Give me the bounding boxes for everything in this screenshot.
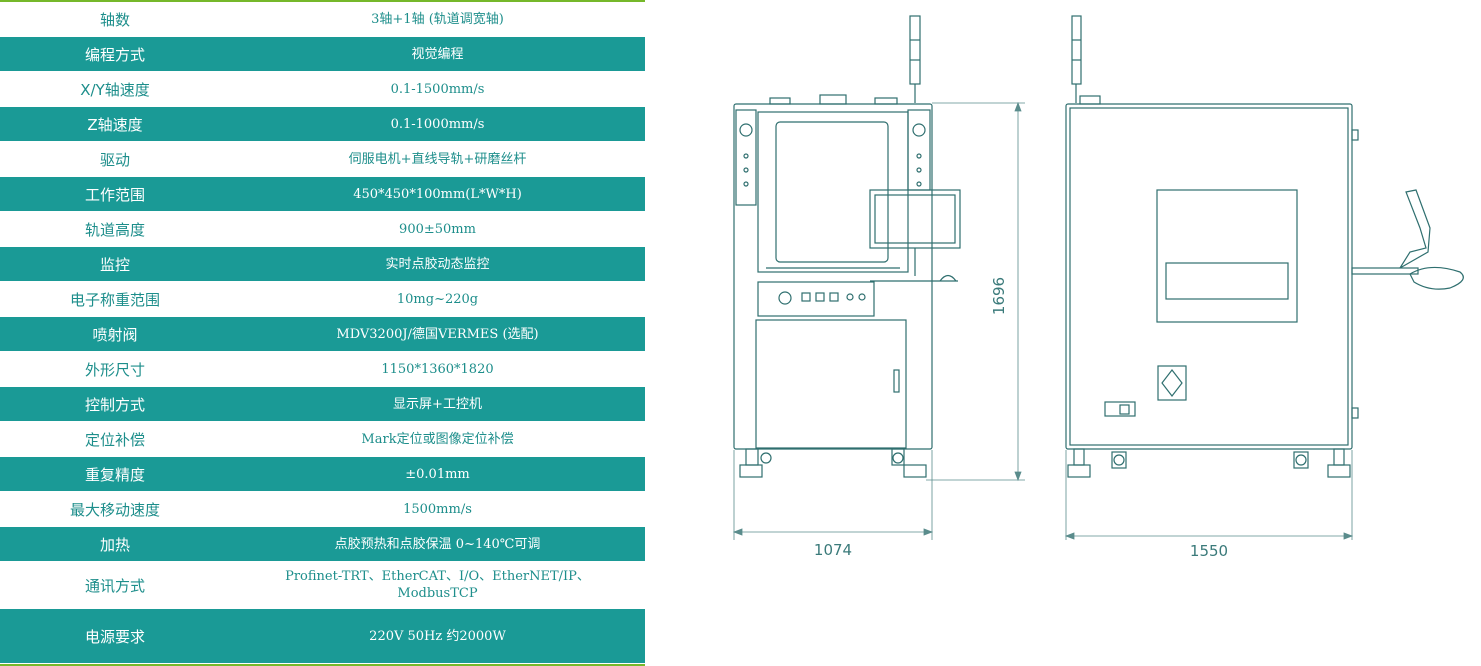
- spec-row: 通讯方式 Profinet-TRT、EtherCAT、I/O、EtherNET/I…: [0, 562, 645, 609]
- side-dimensions: [1064, 450, 1354, 540]
- spec-value: 点胶预热和点胶保温 0~140℃可调: [334, 536, 541, 552]
- spec-value: Mark定位或图像定位补偿: [361, 431, 514, 447]
- side-width-label: 1550: [1190, 542, 1228, 560]
- spec-value: 显示屏+工控机: [393, 396, 482, 412]
- spec-value: 0.1-1000mm/s: [390, 116, 485, 132]
- spec-row: 喷射阀 MDV3200J/德国VERMES (选配): [0, 317, 645, 352]
- spec-value: 伺服电机+直线导轨+研磨丝杆: [348, 151, 527, 167]
- side-view: [1065, 15, 1464, 478]
- front-view: [733, 15, 961, 478]
- spec-label: 重复精度: [84, 465, 145, 484]
- spec-value: 实时点胶动态监控: [385, 256, 490, 272]
- spec-value: 3轴+1轴 (轨道调宽轴): [371, 11, 504, 27]
- machine-drawing: 1074 1696 1550: [732, 15, 1464, 560]
- spec-row: 监控 实时点胶动态监控: [0, 247, 645, 282]
- front-dimensions: [732, 101, 1025, 540]
- spec-row: 工作范围 450*450*100mm(L*W*H): [0, 177, 645, 212]
- spec-label: 控制方式: [84, 395, 145, 414]
- spec-row: 电子称重范围 10mg~220g: [0, 282, 645, 317]
- spec-label: 轴数: [99, 10, 130, 29]
- spec-label: 编程方式: [84, 45, 145, 64]
- spec-label: 定位补偿: [84, 430, 145, 449]
- spec-row: X/Y轴速度 0.1-1500mm/s: [0, 72, 645, 107]
- spec-value: 1500mm/s: [403, 501, 472, 517]
- spec-value: 1150*1360*1820: [381, 361, 494, 377]
- height-label: 1696: [990, 277, 1008, 315]
- spec-value: 0.1-1500mm/s: [390, 81, 485, 97]
- spec-label: 通讯方式: [84, 576, 145, 595]
- spec-label: 喷射阀: [92, 325, 138, 344]
- front-width-label: 1074: [814, 541, 852, 559]
- spec-value: MDV3200J/德国VERMES (选配): [336, 326, 539, 342]
- spec-label: 电子称重范围: [69, 290, 160, 309]
- spec-value: 视觉编程: [411, 46, 464, 62]
- spec-value: 450*450*100mm(L*W*H): [353, 186, 522, 202]
- spec-label: 外形尺寸: [84, 360, 145, 379]
- spec-value: ±0.01mm: [405, 466, 470, 482]
- spec-row: 定位补偿 Mark定位或图像定位补偿: [0, 422, 645, 457]
- spec-label: 工作范围: [84, 185, 145, 204]
- spec-row: 外形尺寸 1150*1360*1820: [0, 352, 645, 387]
- spec-value: 10mg~220g: [396, 291, 479, 307]
- spec-row: 电源要求 220V 50Hz 约2000W: [0, 609, 645, 664]
- spec-label: X/Y轴速度: [80, 80, 150, 99]
- spec-row: 驱动 伺服电机+直线导轨+研磨丝杆: [0, 142, 645, 177]
- spec-value: 900±50mm: [399, 221, 476, 237]
- spec-row: 重复精度 ±0.01mm: [0, 457, 645, 492]
- spec-row: 最大移动速度 1500mm/s: [0, 492, 645, 527]
- spec-row: 控制方式 显示屏+工控机: [0, 387, 645, 422]
- spec-value: Profinet-TRT、EtherCAT、I/O、EtherNET/IP、Mo…: [285, 569, 590, 601]
- spec-table: 轴数 3轴+1轴 (轨道调宽轴) 编程方式 视觉编程 X/Y轴速度 0.1-1500mm/…: [0, 0, 645, 666]
- spec-row: 编程方式 视觉编程: [0, 37, 645, 72]
- spec-label: 驱动: [99, 150, 130, 169]
- spec-value: 220V 50Hz 约2000W: [369, 628, 506, 644]
- spec-label: 电源要求: [84, 627, 145, 646]
- spec-label: 监控: [99, 255, 130, 274]
- spec-row: 轴数 3轴+1轴 (轨道调宽轴): [0, 2, 645, 37]
- spec-label: Z轴速度: [87, 115, 143, 134]
- spec-label: 加热: [99, 535, 130, 554]
- spec-row: Z轴速度 0.1-1000mm/s: [0, 107, 645, 142]
- spec-row: 加热 点胶预热和点胶保温 0~140℃可调: [0, 527, 645, 562]
- spec-label: 最大移动速度: [69, 500, 160, 519]
- spec-label: 轨道高度: [84, 220, 145, 239]
- spec-row: 轨道高度 900±50mm: [0, 212, 645, 247]
